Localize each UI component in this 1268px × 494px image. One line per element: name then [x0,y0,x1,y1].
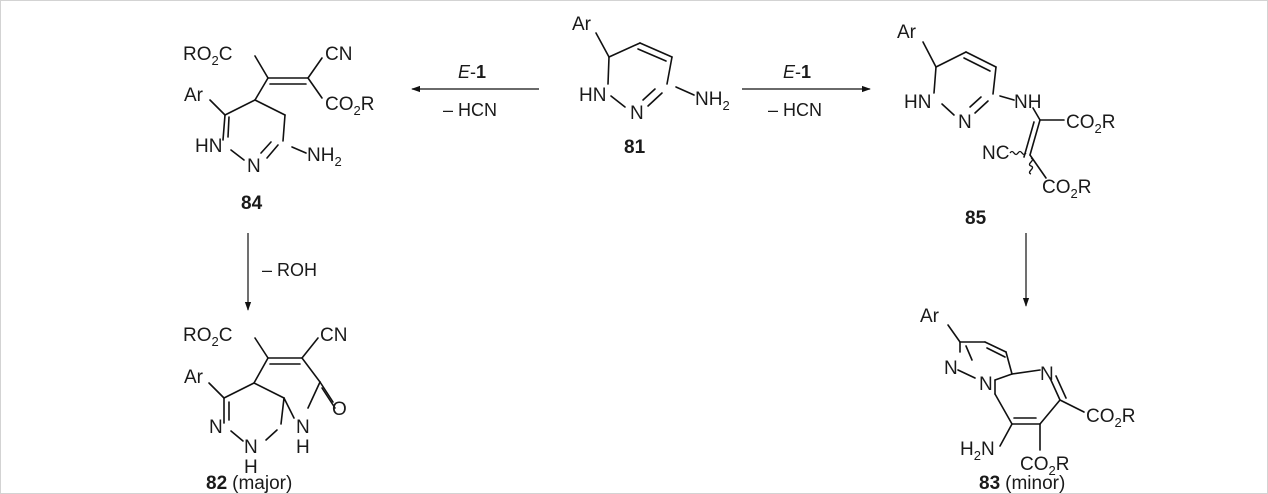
wavy-bond-nc [1009,150,1027,156]
compound-83-label: 83(minor) [979,473,1065,494]
amine-label-83: H2N [960,439,995,463]
carbonyl-o-label-82: O [332,399,347,420]
ester-label-85a: CO2R [1066,112,1115,136]
hn-label: HN [579,85,606,106]
nh-label-85: NH [1014,92,1041,113]
hn-label-84: HN [195,136,222,157]
hn-label-85: HN [904,92,931,113]
ring-n-label-83: N [1040,364,1054,385]
compound-84-bonds [209,55,323,161]
bridge-n-label-83: N [979,374,993,395]
n-label-82: N [209,417,223,438]
byproduct-label-down: – ROH [262,260,317,280]
reagent-label-left: E-1 [458,62,486,82]
ester-label-83a: CO2R [1086,406,1135,430]
compound-85-bonds [922,41,1065,179]
amino-label: NH2 [695,89,730,113]
pyrazole-n-label-83: N [944,358,958,379]
compound-85: Ar HN N NH CO2R NC CO2R 85 [897,22,1115,229]
ester-label-85b: CO2R [1042,177,1091,201]
arrow-to-82: – ROH [244,233,317,311]
lactam-h-label-82: H [296,437,310,458]
byproduct-label-right: – HCN [768,100,822,120]
compound-82-label: 82(major) [206,473,292,494]
nh-n-label-82: N [296,417,310,438]
nitrile-label-82: CN [320,325,347,346]
ester-label-82: RO2C [183,325,232,349]
aryl-label-82: Ar [184,367,204,388]
pyrazole-h-label-82: H [244,457,258,478]
pyrazole-n-label-82: N [244,437,258,458]
compound-84: RO2C CN Ar CO2R HN N NH2 84 [183,44,374,214]
aryl-label-83: Ar [920,306,940,327]
aryl-label: Ar [572,14,592,35]
ester-label-84: RO2C [183,44,232,68]
nitrile-label-85: NC [982,143,1009,164]
nitrile-label-84: CN [325,44,352,65]
n-label-84: N [247,156,261,177]
compound-82: RO2C CN Ar O N N N H H 82(major) [183,325,347,494]
aryl-label-84: Ar [184,85,204,106]
compound-82-bonds [208,337,336,442]
compound-81-bonds [595,32,695,108]
amino-label-84: NH2 [307,145,342,169]
arrow-to-85: E-1 – HCN [742,62,871,120]
compound-83-bonds [947,324,1085,451]
ester-label-84b: CO2R [325,94,374,118]
wavy-bond-ester [1028,157,1034,175]
n-label-85: N [958,112,972,133]
compound-85-label: 85 [965,208,987,229]
aryl-label-85: Ar [897,22,917,43]
arrow-to-84: E-1 – HCN [411,62,539,120]
reagent-label-right: E-1 [783,62,811,82]
compound-83: Ar N N N H2N CO2R CO2R 83(minor) [920,306,1135,494]
n-label: N [630,103,644,124]
byproduct-label-left: – HCN [443,100,497,120]
ester-label-83b: CO2R [1020,454,1069,478]
compound-84-label: 84 [241,193,263,214]
compound-81-label: 81 [624,137,646,158]
compound-81: Ar HN N NH2 81 [572,14,730,158]
